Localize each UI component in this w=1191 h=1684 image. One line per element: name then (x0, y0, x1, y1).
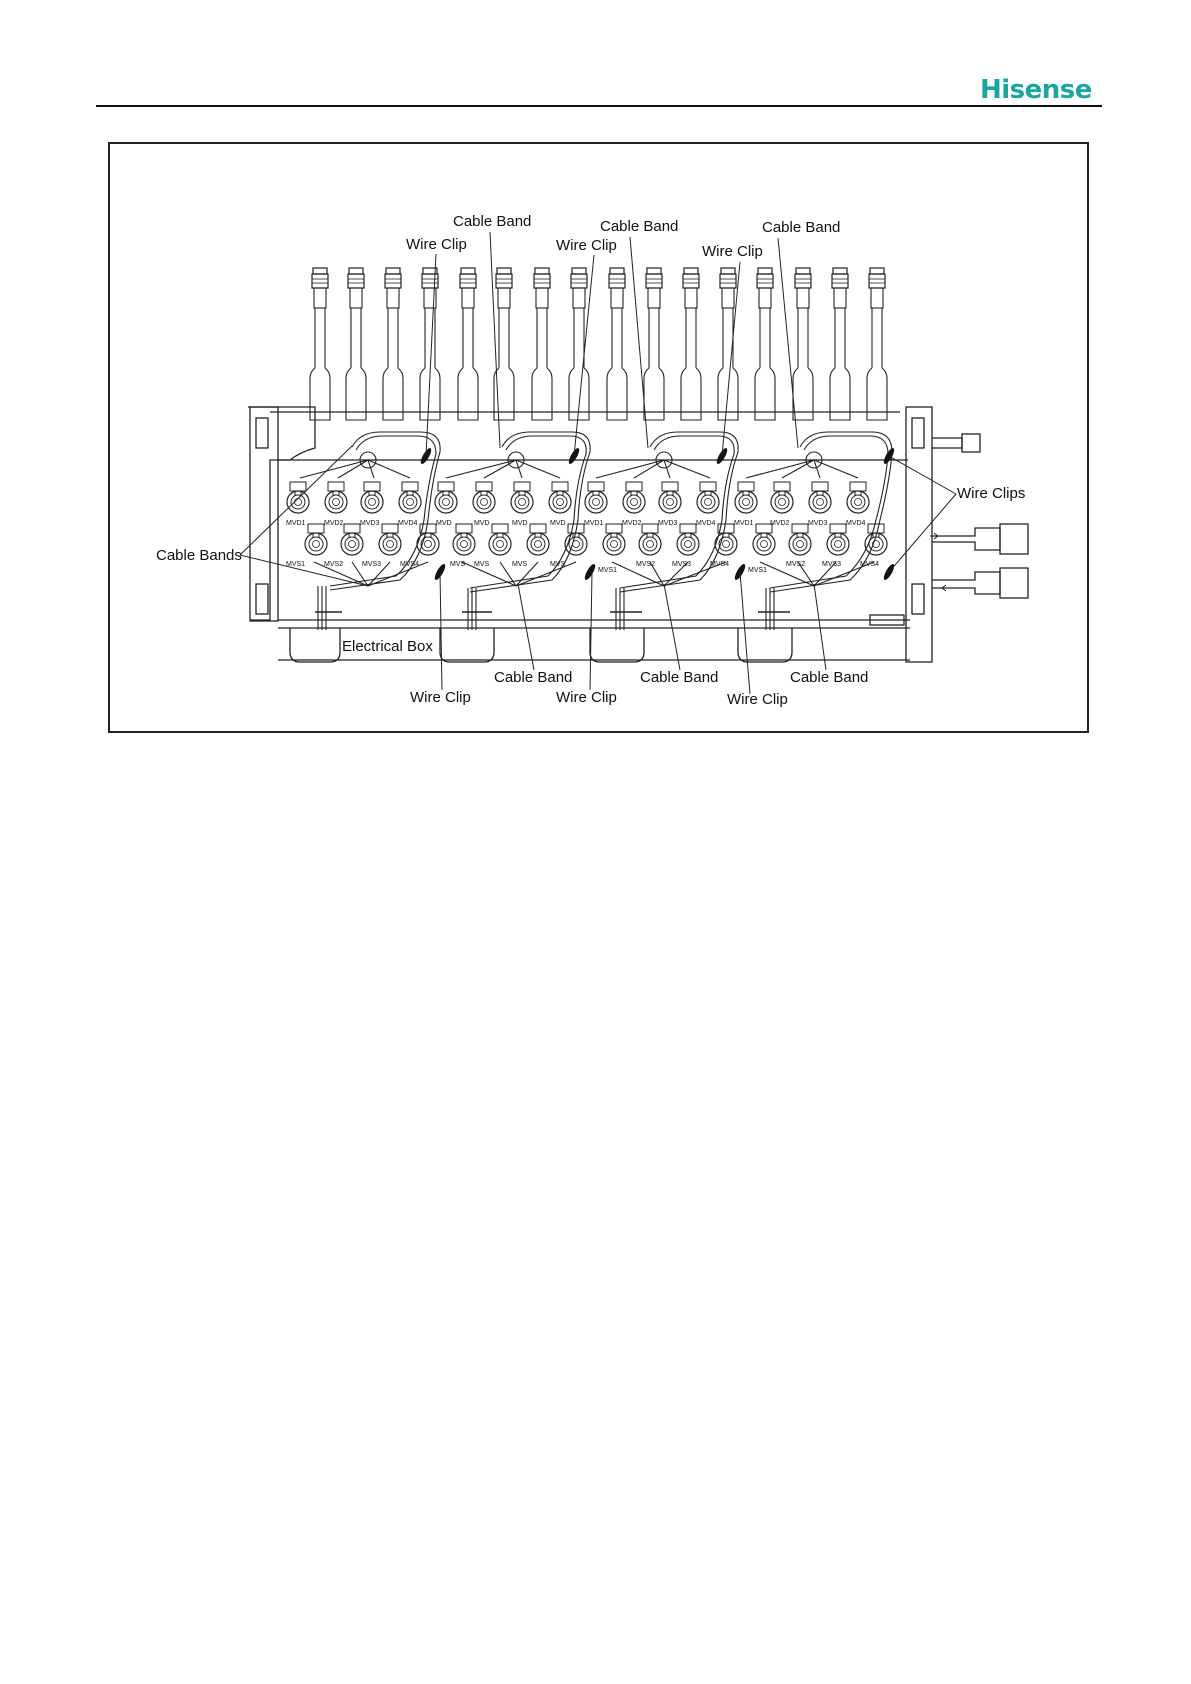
valves-mvs-row (304, 523, 888, 556)
valve-tag: MVS1 (748, 567, 767, 574)
valve-tag: MVS1 (286, 561, 305, 568)
cable-harness (299, 431, 893, 630)
valve-tag: MVS (450, 561, 466, 568)
valve-tag: MVD1 (734, 520, 754, 527)
figure-frame (108, 142, 1089, 733)
callout-cable-bands: Cable Bands (156, 547, 242, 564)
valve-tags: MVD1 MVD2 MVD3 MVD4 MVD MVD MVD MVD MVD1… (286, 520, 879, 574)
header-rule (96, 105, 1102, 107)
callout-wire-clip: Wire Clip (410, 689, 471, 706)
callout-cable-band: Cable Band (762, 219, 840, 236)
unit-body (248, 406, 1029, 663)
valve-tag: MVD2 (622, 520, 642, 527)
valve-tag: MVS (550, 561, 566, 568)
valve-tag: MVD4 (846, 520, 866, 527)
callout-cable-band: Cable Band (494, 669, 572, 686)
callout-cable-band: Cable Band (790, 669, 868, 686)
valve-tag: MVD3 (808, 520, 828, 527)
valve-tag: MVD1 (584, 520, 604, 527)
valve-tag: MVD (512, 520, 528, 527)
top-pipes (309, 267, 888, 421)
valve-tag: MVD3 (658, 520, 678, 527)
valve-tag: MVS (512, 561, 528, 568)
valve-tag: MVD (436, 520, 452, 527)
valve-tag: MVS3 (672, 561, 691, 568)
callout-cable-band: Cable Band (600, 218, 678, 235)
callout-wire-clip: Wire Clip (406, 236, 467, 253)
callout-wire-clip: Wire Clip (556, 237, 617, 254)
valve-tag: MVS1 (598, 567, 617, 574)
callout-cable-band: Cable Band (640, 669, 718, 686)
valve-tag: MVS4 (860, 561, 879, 568)
valve-tag: MVS2 (324, 561, 343, 568)
callout-wire-clip: Wire Clip (702, 243, 763, 260)
valve-tag: MVS3 (362, 561, 381, 568)
valve-tag: MVS4 (400, 561, 419, 568)
brand-logo: Hisense (980, 75, 1092, 105)
valve-tag: MVD (550, 520, 566, 527)
valve-tag: MVD2 (324, 520, 344, 527)
valve-tag: MVS2 (786, 561, 805, 568)
callout-electrical-box: Electrical Box (342, 638, 433, 655)
valve-tag: MVD4 (398, 520, 418, 527)
callout-wire-clips: Wire Clips (957, 485, 1025, 502)
valve-tag: MVD (474, 520, 490, 527)
valve-tag: MVD4 (696, 520, 716, 527)
callout-labels: Cable Band Wire Clip Cable Band Wire Cli… (156, 213, 1025, 708)
valve-tag: MVS3 (822, 561, 841, 568)
callout-wire-clip: Wire Clip (727, 691, 788, 708)
valve-tag: MVS2 (636, 561, 655, 568)
valve-tag: MVD2 (770, 520, 790, 527)
valve-tag: MVS (474, 561, 490, 568)
valve-tag: MVS4 (710, 561, 729, 568)
callout-wire-clip: Wire Clip (556, 689, 617, 706)
leader-lines (239, 231, 957, 695)
valve-tag: MVD3 (360, 520, 380, 527)
valve-tag: MVD1 (286, 520, 306, 527)
callout-cable-band: Cable Band (453, 213, 531, 230)
